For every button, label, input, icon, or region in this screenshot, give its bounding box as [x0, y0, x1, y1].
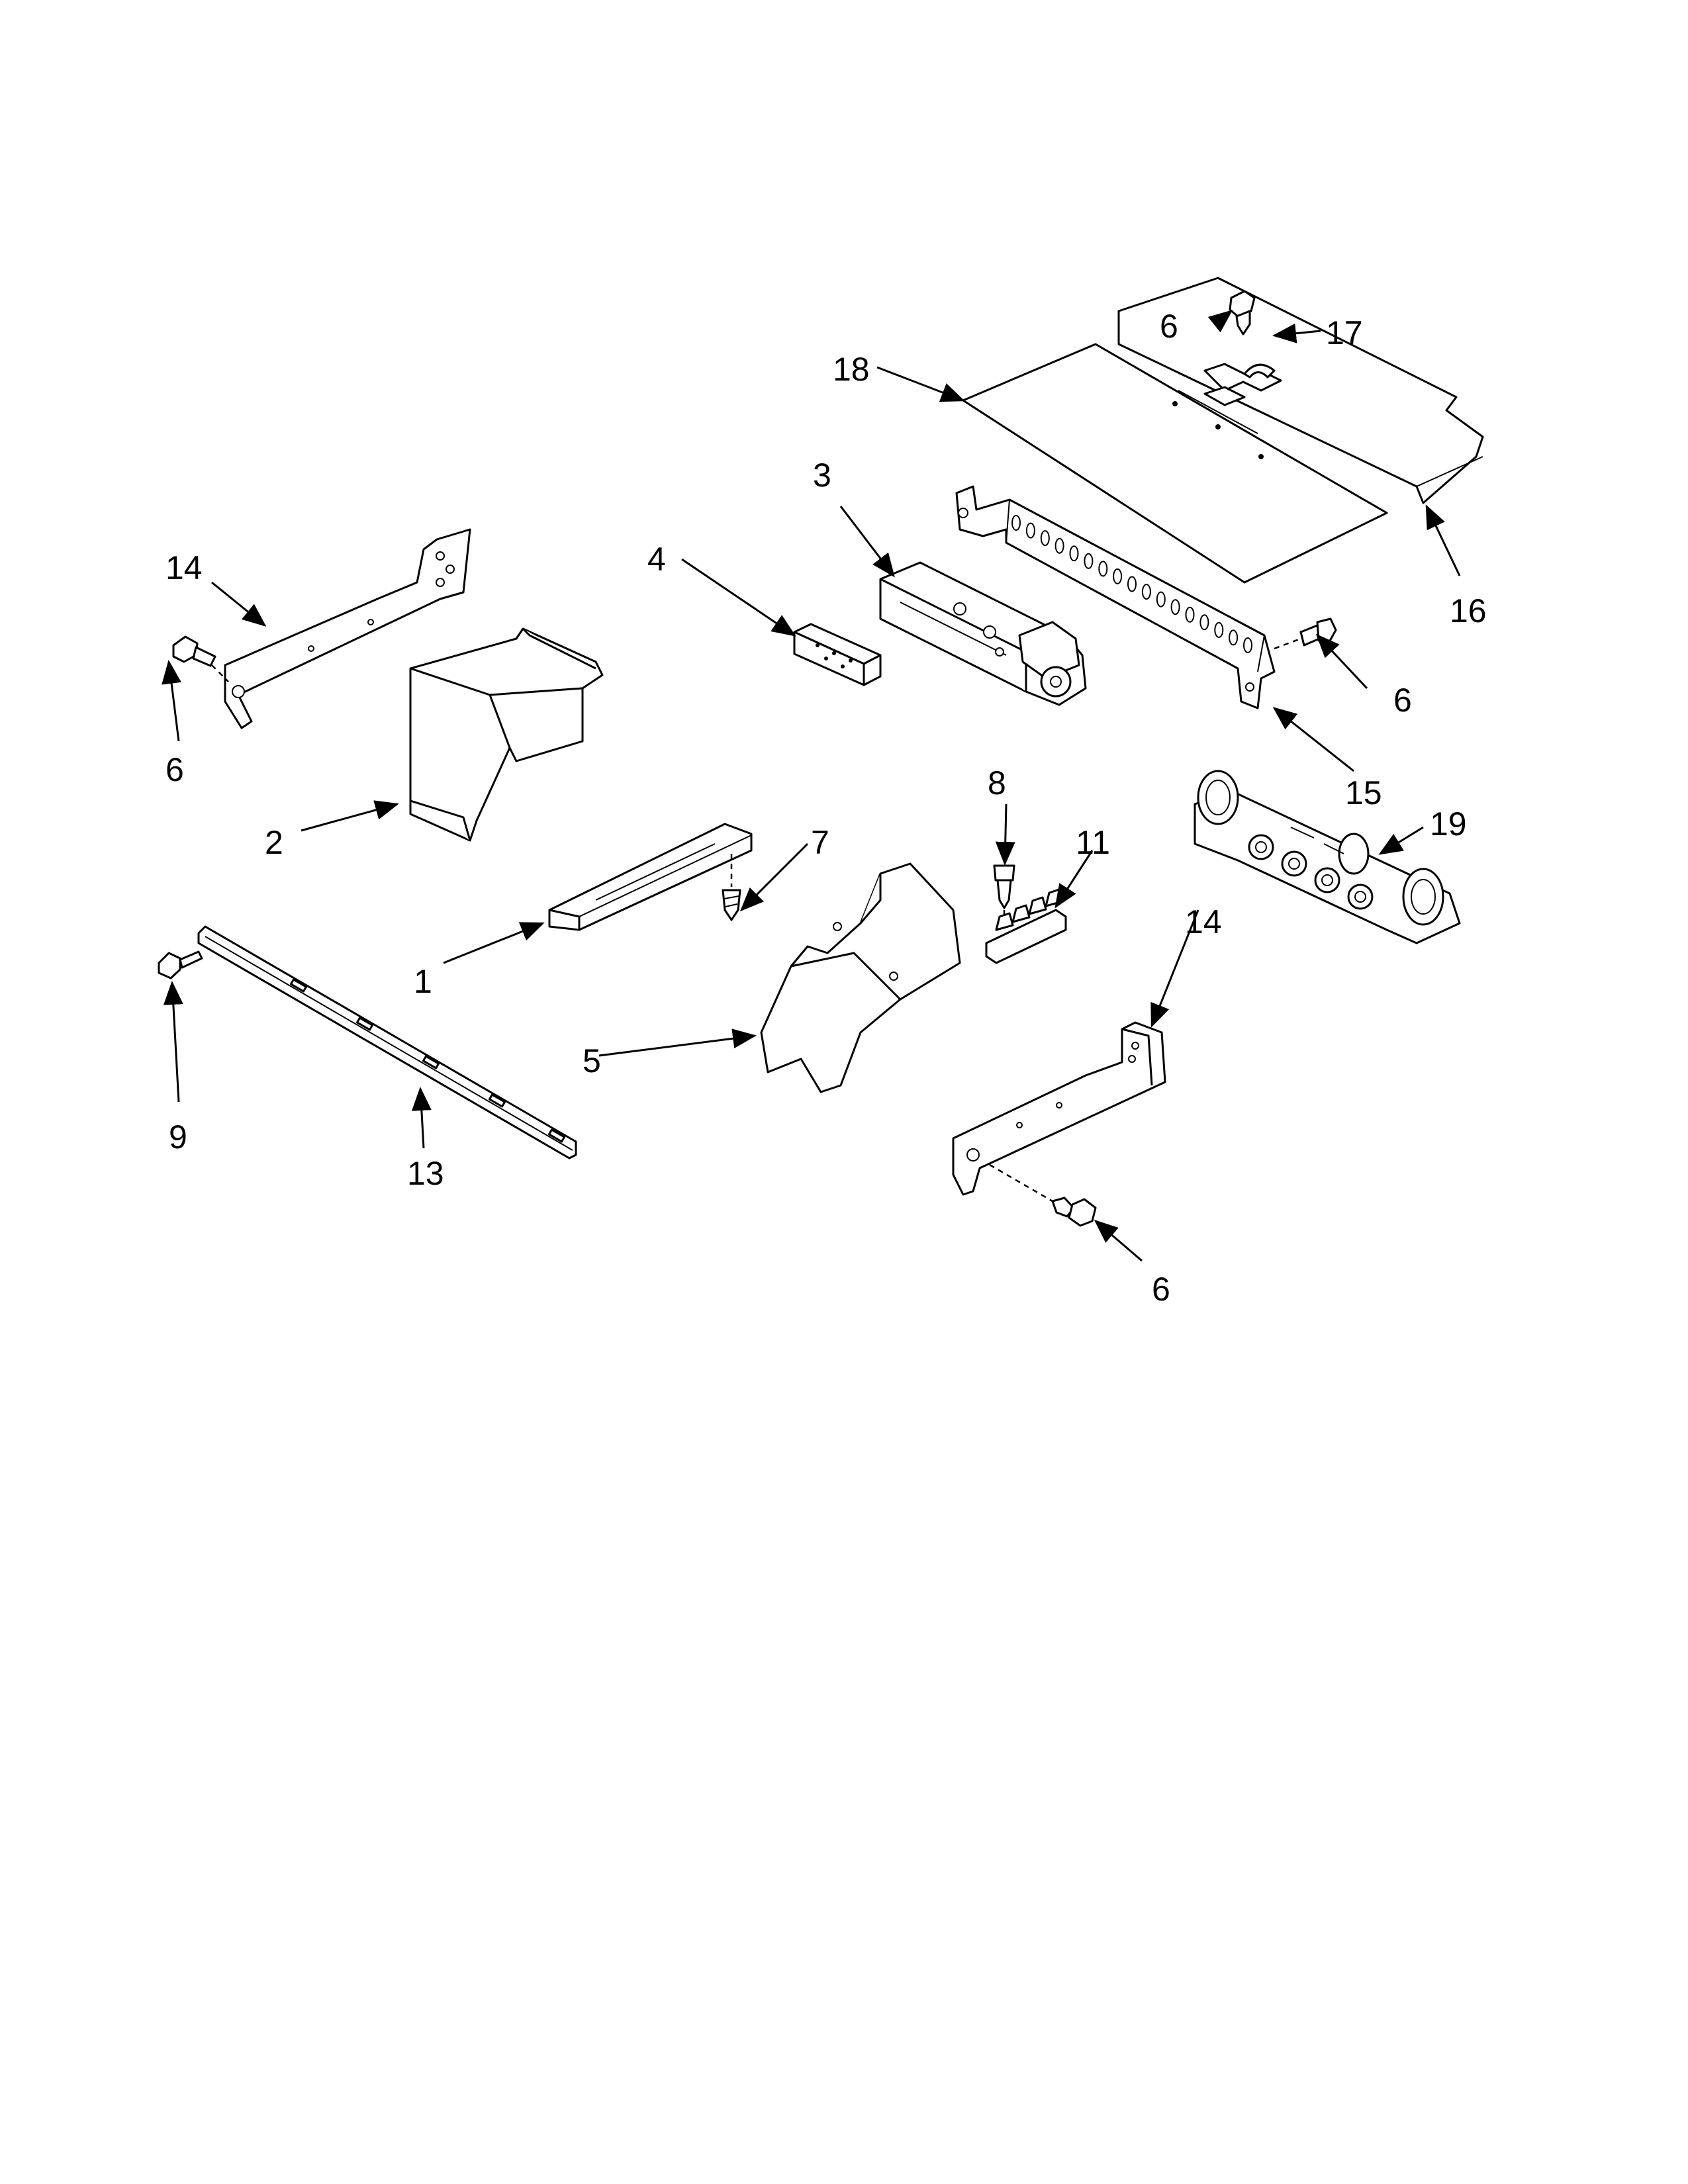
part-5-shield[interactable] — [760, 862, 961, 1093]
vent-slot — [1040, 530, 1050, 547]
part-1-channel-strip[interactable] — [548, 823, 753, 931]
vent-slot — [1170, 599, 1180, 615]
vent-slot — [1055, 537, 1064, 554]
vent-slot — [1011, 515, 1021, 531]
part-4-block[interactable] — [793, 623, 882, 686]
vent-slot — [1141, 584, 1151, 600]
callout-17: 17 — [1326, 314, 1363, 351]
callout-11: 11 — [1076, 824, 1110, 861]
part-15-vented-channel[interactable] — [955, 485, 1276, 709]
callout-1: 1 — [414, 963, 432, 1000]
callout-2: 2 — [265, 824, 283, 861]
part-7-screw[interactable] — [722, 854, 741, 921]
vent-slot — [1243, 637, 1252, 653]
callout-4: 4 — [647, 541, 666, 578]
vent-slot — [1069, 545, 1079, 562]
vent-slot — [1156, 591, 1166, 608]
vent-slot — [1127, 576, 1137, 592]
callout-labels: 6 17 18 16 3 4 14 6 15 6 2 8 19 7 11 1 1… — [165, 308, 1487, 1308]
part-9-screw[interactable] — [158, 950, 203, 979]
callout-3: 3 — [813, 457, 831, 494]
callout-6: 6 — [165, 751, 184, 788]
part-14-bracket-right[interactable] — [952, 1021, 1166, 1196]
part-3-control-assembly[interactable] — [879, 561, 1087, 706]
callout-7: 7 — [811, 824, 829, 861]
callout-15: 15 — [1345, 774, 1382, 811]
part-6-screw-left[interactable] — [172, 635, 229, 682]
callout-13: 13 — [407, 1155, 444, 1192]
callout-6: 6 — [1393, 682, 1412, 719]
callout-6: 6 — [1152, 1271, 1170, 1308]
part-13-long-rail[interactable] — [197, 925, 577, 1160]
part-17-clip[interactable] — [1203, 363, 1282, 406]
vent-slot — [1199, 614, 1209, 631]
vent-slot — [1229, 629, 1239, 646]
part-14-bracket-left[interactable] — [224, 528, 471, 729]
callout-14: 14 — [165, 549, 203, 586]
part-6-screw-bottom[interactable] — [989, 1163, 1097, 1227]
vent-slot — [1214, 621, 1224, 638]
callout-9: 9 — [169, 1118, 187, 1156]
vent-slot — [1185, 606, 1195, 623]
vent-slot — [1098, 561, 1108, 577]
leader-lines — [162, 310, 1461, 1262]
part-6-screw-top[interactable] — [1229, 290, 1256, 336]
callout-5: 5 — [583, 1042, 601, 1079]
callout-16: 16 — [1450, 592, 1487, 629]
vent-slot — [1113, 568, 1123, 584]
callout-6: 6 — [1160, 308, 1178, 345]
vent-slot — [1025, 522, 1035, 539]
callout-19: 19 — [1430, 805, 1467, 842]
part-16-top-panel[interactable] — [1117, 277, 1484, 504]
callout-14: 14 — [1185, 903, 1222, 940]
vent-slot — [1084, 553, 1094, 569]
part-11-terminal-block[interactable] — [985, 888, 1067, 964]
callout-18: 18 — [833, 351, 870, 388]
callout-8: 8 — [988, 764, 1006, 801]
part-18-cover-sheet[interactable] — [962, 343, 1388, 584]
part-2-duct[interactable] — [409, 627, 604, 842]
part-19-switch-panel[interactable] — [1194, 770, 1461, 944]
